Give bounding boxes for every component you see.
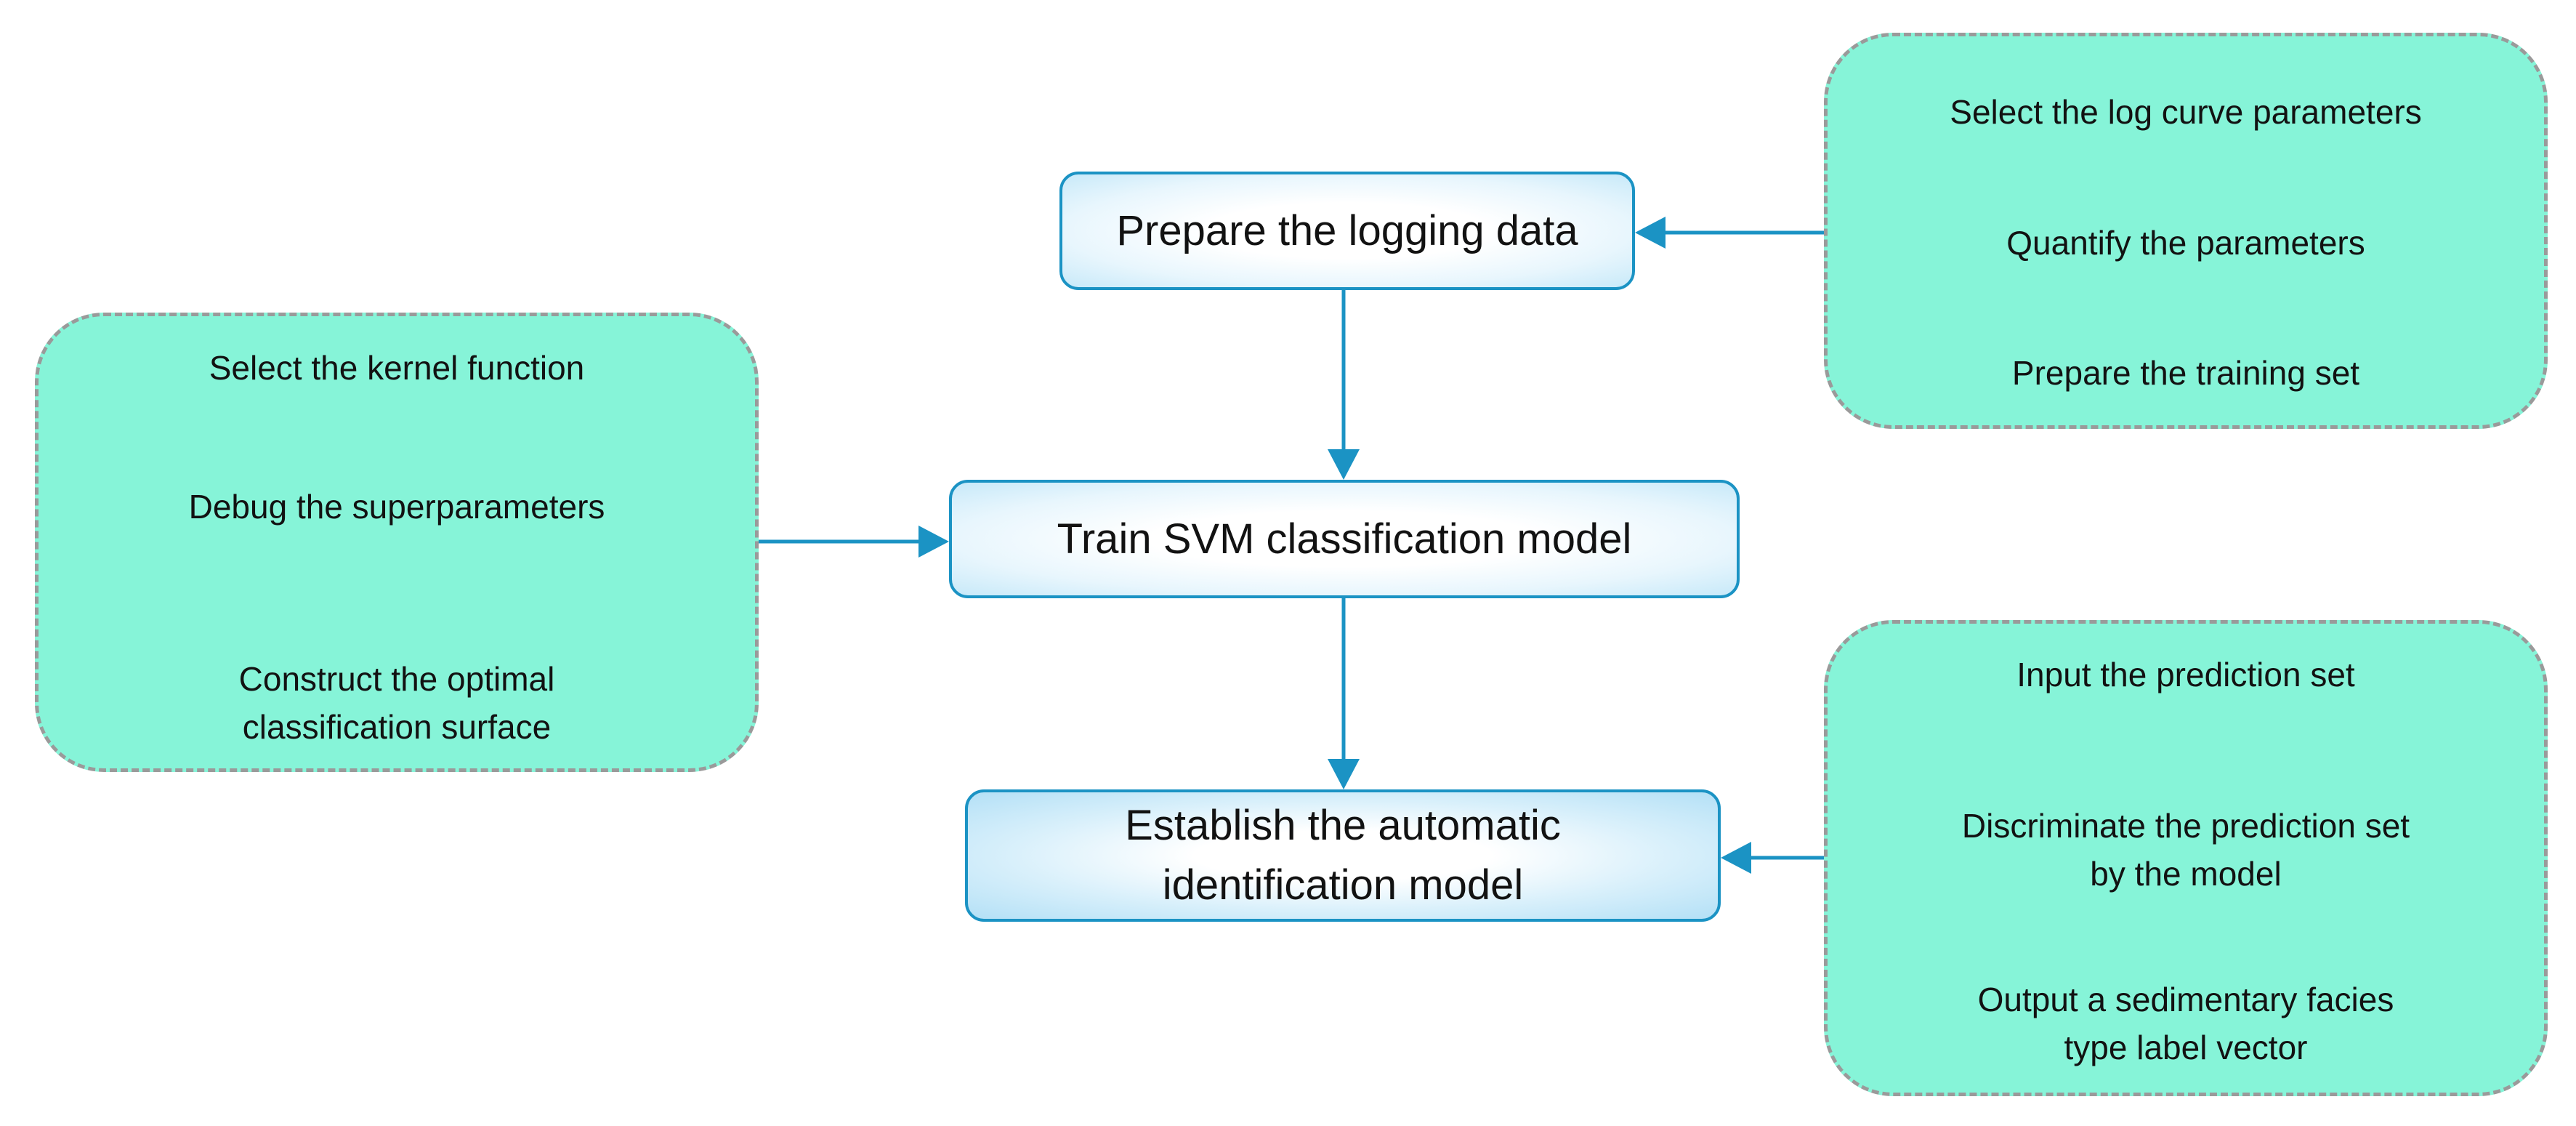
arrow-prepare-to-train <box>1328 289 1360 480</box>
arrow-data-to-prepare <box>1635 217 1825 249</box>
prepare-logging-data-box: Prepare the logging data <box>1059 172 1635 290</box>
kernel-step-construct-surface-line1: Construct the optimal <box>238 660 555 698</box>
prediction-step-discriminate-line1: Discriminate the prediction set <box>1961 807 2410 845</box>
establish-model-label-line1: Establish the automatic <box>1125 802 1561 849</box>
prediction-step-output-line2: type label vector <box>2064 1029 2308 1066</box>
data-step-training-set: Prepare the training set <box>2011 354 2360 392</box>
prediction-step-output-line1: Output a sedimentary facies <box>1977 981 2394 1018</box>
prediction-step-discriminate-line2: by the model <box>2090 855 2282 893</box>
prediction-panel: Input the prediction set Discriminate th… <box>1824 620 2548 1096</box>
kernel-step-debug-superparameters: Debug the superparameters <box>188 488 605 526</box>
kernel-tuning-panel: Select the kernel function Debug the sup… <box>35 313 759 772</box>
arrow-train-to-establish <box>1328 598 1360 789</box>
arrow-kernel-to-train <box>759 526 949 558</box>
prediction-step-input: Input the prediction set <box>2016 656 2355 693</box>
data-step-select-log-curve: Select the log curve parameters <box>1950 93 2422 131</box>
kernel-step-construct-surface-line2: classification surface <box>242 708 552 746</box>
data-preparation-panel: Select the log curve parameters Quantify… <box>1824 33 2548 429</box>
kernel-step-select-kernel: Select the kernel function <box>209 349 585 387</box>
prepare-logging-data-label: Prepare the logging data <box>1116 206 1578 254</box>
train-svm-model-box: Train SVM classification model <box>949 480 1740 598</box>
data-step-quantify: Quantify the parameters <box>2006 224 2365 262</box>
arrow-prediction-to-establish <box>1721 842 1825 874</box>
establish-model-label-line2: identification model <box>1162 861 1524 909</box>
train-svm-model-label: Train SVM classification model <box>1057 515 1632 563</box>
establish-identification-model-box: Establish the automatic identification m… <box>965 789 1721 922</box>
